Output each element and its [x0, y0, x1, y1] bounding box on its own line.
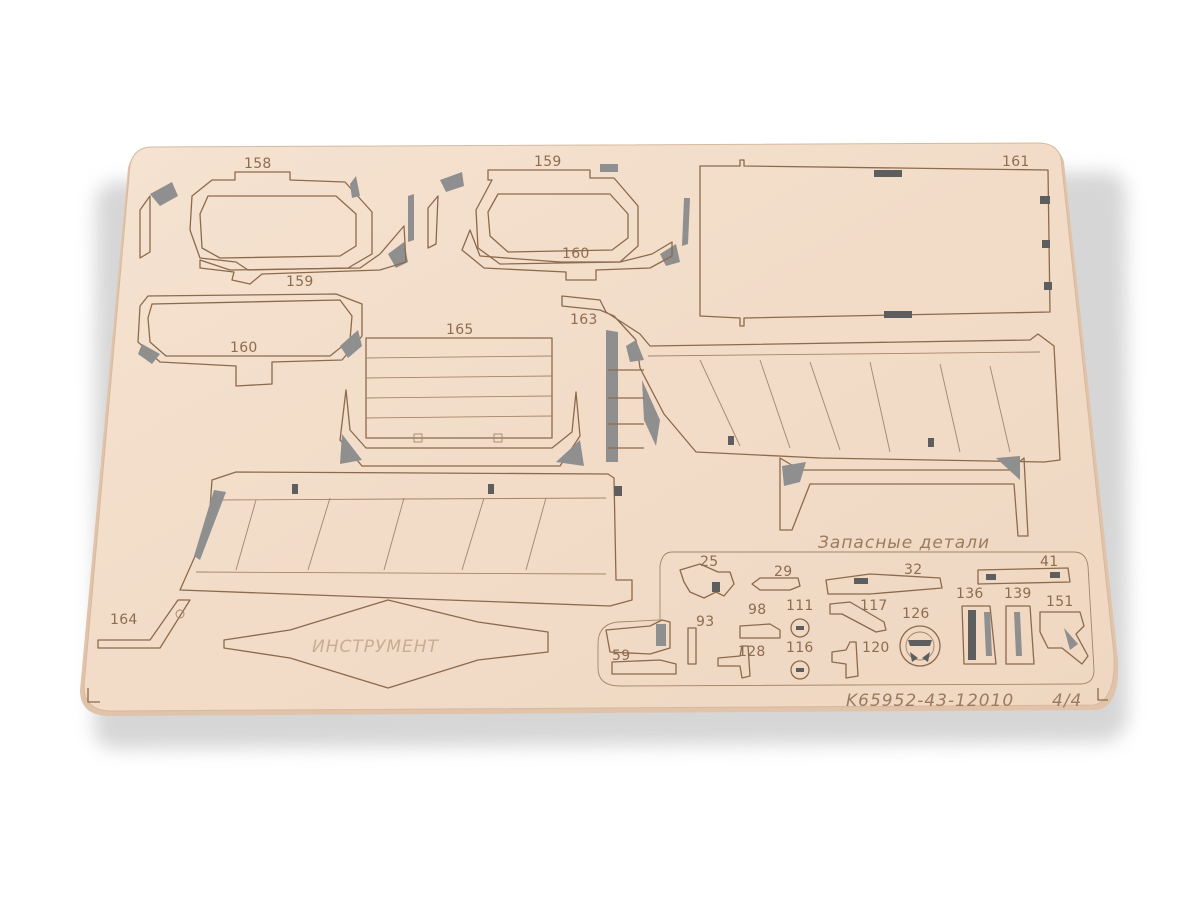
label-111: 111 — [786, 598, 814, 614]
part-159-lower — [199, 225, 407, 285]
part-165-panel — [339, 337, 584, 467]
label-165: 165 — [446, 322, 474, 338]
label-41: 41 — [1040, 554, 1058, 570]
spare-parts-title: Запасные детали — [818, 533, 990, 553]
part-163-body — [561, 295, 1061, 537]
label-161: 161 — [1002, 154, 1030, 170]
label-159-top: 159 — [534, 154, 562, 170]
label-126: 126 — [902, 606, 930, 622]
label-139: 139 — [1004, 586, 1032, 602]
tool-plate-text: ИНСТРУМЕНТ — [312, 637, 440, 657]
corner-mark-right — [1097, 688, 1108, 701]
label-93: 93 — [696, 614, 714, 630]
label-59: 59 — [612, 648, 630, 664]
label-98: 98 — [748, 602, 766, 618]
label-120: 120 — [862, 640, 890, 656]
part-164-tailboard — [97, 471, 633, 649]
sheet-page: 4/4 — [1052, 691, 1082, 711]
label-29: 29 — [774, 564, 792, 580]
sheet-code: K65952-43-12010 — [846, 691, 1014, 711]
label-136: 136 — [956, 586, 984, 602]
label-128: 128 — [738, 644, 766, 660]
label-117: 117 — [860, 598, 888, 614]
label-116: 116 — [786, 640, 814, 656]
label-160-left: 160 — [230, 340, 258, 356]
plywood-sheet — [83, 142, 1115, 712]
label-25: 25 — [700, 554, 718, 570]
spare-parts-area: Запасные детали 25 29 32 41 93 59 98 128 — [597, 533, 1095, 687]
corner-mark-left — [87, 688, 100, 703]
label-158: 158 — [244, 156, 272, 172]
label-164: 164 — [110, 612, 138, 628]
part-160-lower-mid — [461, 229, 673, 281]
tool-plate: ИНСТРУМЕНТ — [223, 599, 549, 689]
label-163: 163 — [570, 312, 598, 328]
part-160-frame — [137, 293, 363, 387]
part-161-panel — [699, 159, 1052, 327]
label-151: 151 — [1046, 594, 1074, 610]
label-159-left: 159 — [286, 274, 314, 290]
label-32: 32 — [904, 562, 922, 578]
label-160-mid: 160 — [562, 246, 590, 262]
